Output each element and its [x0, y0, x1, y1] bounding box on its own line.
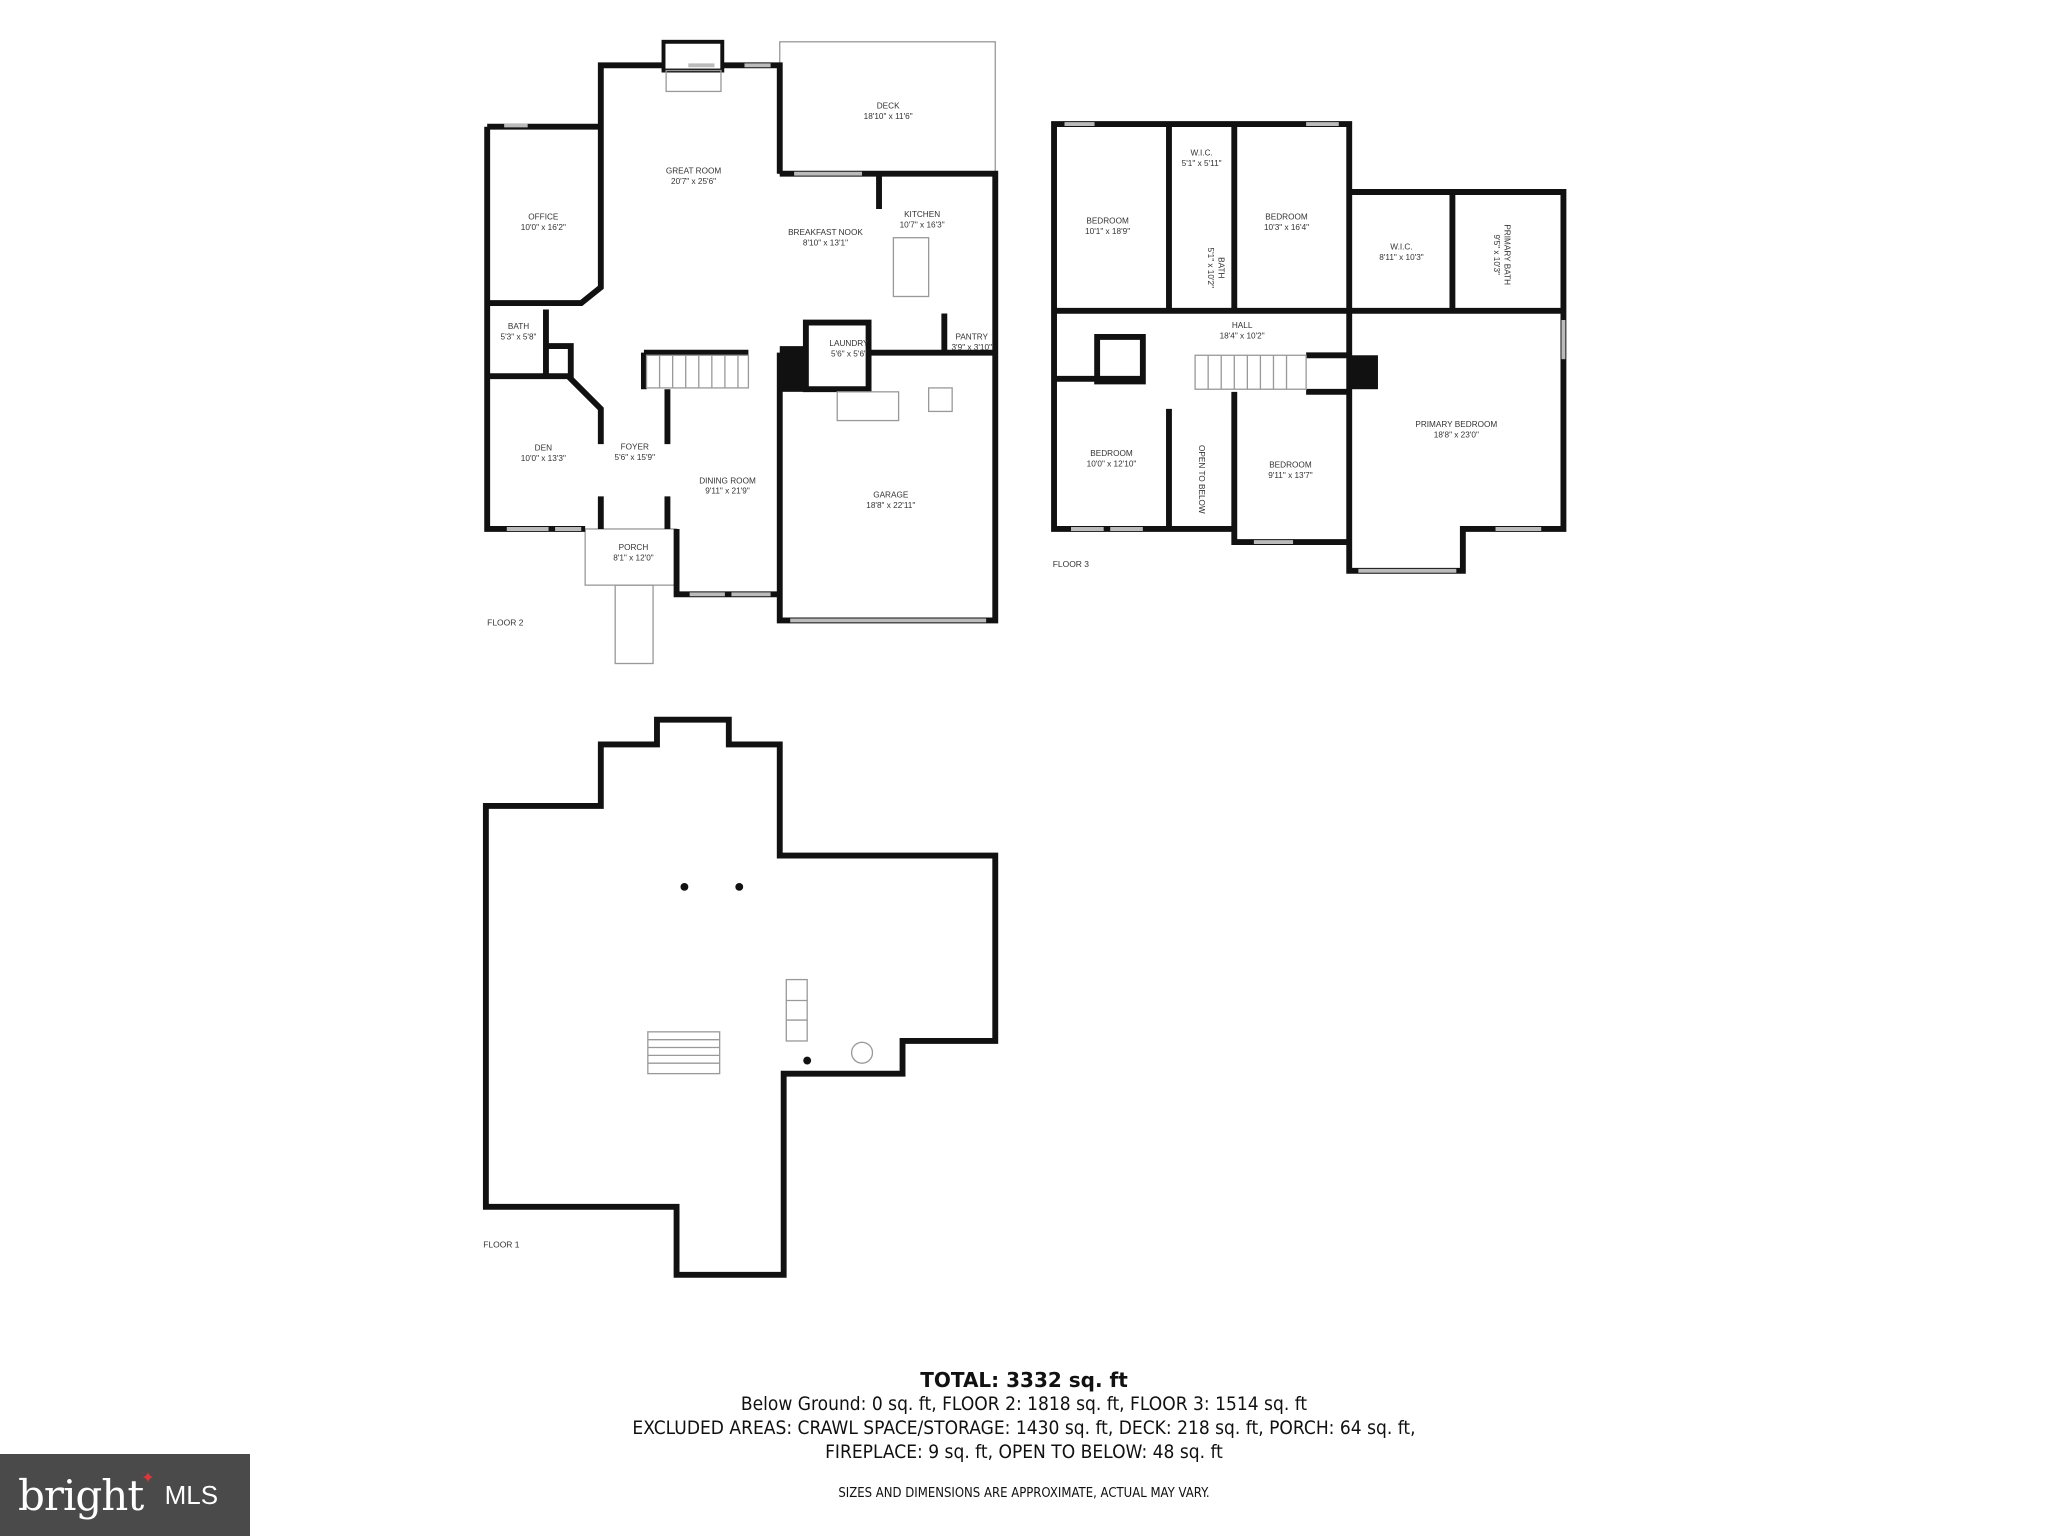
room-dims: 9'11" x 13'7" — [1268, 471, 1313, 480]
stairs-floor-1 — [647, 1031, 721, 1075]
room-dims: 5'1" x 10'2" — [1206, 247, 1215, 288]
bright-mls-logo: bright ✦ MLS — [0, 1454, 250, 1536]
room-name: BATH — [508, 322, 529, 331]
room-dims: 10'7" x 16'3" — [900, 220, 945, 229]
floor-3-label: FLOOR 3 — [1053, 559, 1090, 569]
room-dims: 10'0" x 16'2" — [521, 223, 566, 232]
support-post — [680, 882, 689, 891]
appliance — [785, 978, 808, 1042]
excluded-areas-cont: FIREPLACE: 9 sq. ft, OPEN TO BELOW: 48 s… — [825, 1441, 1223, 1463]
room-name: DECK — [877, 101, 900, 110]
room-dims: 5'6" x 5'6" — [831, 350, 867, 359]
room-dims: 8'1" x 12'0" — [613, 553, 654, 562]
room-dims: 18'10" x 11'6" — [864, 112, 913, 121]
room-name: GREAT ROOM — [666, 167, 722, 176]
total-area: TOTAL: 3332 sq. ft — [920, 1368, 1128, 1392]
room-dims: 9'5" x 10'3" — [1492, 234, 1501, 275]
room-dims: 10'1" x 18'9" — [1085, 227, 1130, 236]
room-name: HALL — [1232, 321, 1253, 330]
floor-2-plan: GREAT ROOM 20'7" x 25'6" DECK 18'10" x 1… — [484, 39, 999, 665]
room-name: BREAKFAST NOOK — [788, 228, 863, 237]
room-name: DINING ROOM — [699, 476, 756, 485]
room-name: BEDROOM — [1090, 449, 1133, 458]
room-dims: 8'11" x 10'3" — [1379, 253, 1424, 262]
stairs-floor-3 — [1194, 354, 1307, 390]
room-name: OFFICE — [528, 212, 559, 221]
room-name: BEDROOM — [1086, 216, 1129, 225]
logo-star-icon: ✦ — [141, 1467, 155, 1487]
support-post — [803, 1056, 812, 1065]
floor-2-label: FLOOR 2 — [487, 618, 524, 628]
room-name: KITCHEN — [904, 210, 940, 219]
room-name: GARAGE — [873, 491, 909, 500]
room-name: PORCH — [619, 543, 649, 552]
room-name: FOYER — [621, 442, 649, 451]
logo-suffix: MLS — [164, 1479, 219, 1510]
room-name: BEDROOM — [1269, 461, 1312, 470]
chimney — [1349, 355, 1378, 390]
logo-brand: bright — [18, 1470, 144, 1520]
room-dims: 5'1" x 5'11" — [1182, 159, 1222, 168]
room-name: LAUNDRY — [829, 339, 869, 348]
water-heater-icon — [850, 1041, 874, 1064]
room-dims: 5'6" x 15'9" — [615, 453, 656, 462]
room-dims: 10'0" x 13'3" — [521, 454, 566, 463]
room-name: W.I.C. — [1190, 148, 1212, 157]
room-dims: 9'11" x 21'9" — [705, 487, 750, 496]
room-name: PRIMARY BATH — [1503, 224, 1512, 285]
kitchen-island — [892, 237, 930, 298]
room-dims: 18'4" x 10'2" — [1220, 331, 1265, 340]
floor-1-plan: FLOOR 1 — [482, 716, 999, 1278]
room-name: OPEN TO BELOW — [1197, 445, 1206, 514]
area-breakdown: Below Ground: 0 sq. ft, FLOOR 2: 1818 sq… — [740, 1393, 1308, 1415]
floor-1-label: FLOOR 1 — [483, 1239, 520, 1249]
room-dims: 10'0" x 12'10" — [1087, 459, 1137, 468]
walkway — [614, 584, 654, 665]
floor-1-walls — [482, 716, 999, 1278]
room-dims: 18'8" x 22'11" — [866, 501, 915, 510]
floor-3-plan: BEDROOM 10'1" x 18'9" W.I.C. 5'1" x 5'11… — [1051, 121, 1567, 574]
floor-2-walls — [484, 62, 999, 624]
room-name: BEDROOM — [1265, 212, 1308, 221]
room-dims: 3'9" x 3'10" — [951, 343, 992, 352]
room-dims: 5'3" x 5'8" — [501, 333, 537, 342]
support-post — [735, 882, 744, 891]
room-name: PRIMARY BEDROOM — [1415, 420, 1497, 429]
room-dims: 10'3" x 16'4" — [1264, 223, 1309, 232]
room-name: BATH — [1217, 257, 1226, 278]
room-name: PANTRY — [955, 333, 988, 342]
room-name: DEN — [535, 444, 552, 453]
floor-3-walls — [1051, 121, 1567, 574]
room-dims: 20'7" x 25'6" — [671, 177, 716, 186]
room-dims: 18'8" x 23'0" — [1434, 431, 1479, 440]
room-dims: 8'10" x 13'1" — [803, 239, 848, 248]
disclaimer: SIZES AND DIMENSIONS ARE APPROXIMATE, AC… — [838, 1486, 1210, 1501]
chimney — [779, 346, 806, 392]
excluded-areas: EXCLUDED AREAS: CRAWL SPACE/STORAGE: 143… — [632, 1417, 1416, 1439]
area-summary: TOTAL: 3332 sq. ft Below Ground: 0 sq. f… — [0, 1368, 2048, 1501]
stairs-floor-2 — [645, 354, 750, 389]
room-name: W.I.C. — [1390, 242, 1412, 251]
